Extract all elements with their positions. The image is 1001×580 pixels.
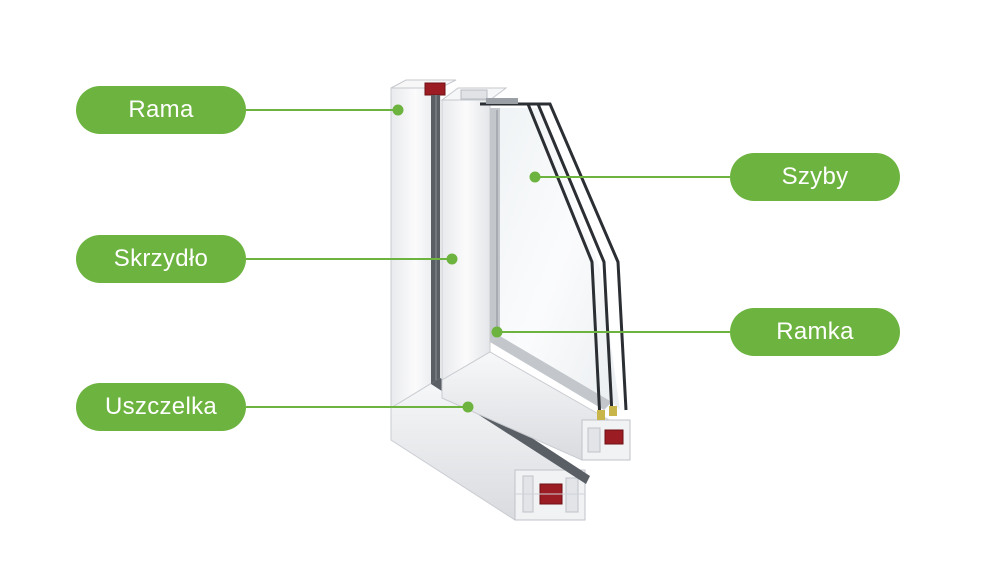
label-uszczelka: Uszczelka [76, 383, 246, 431]
label-rama: Rama [76, 86, 246, 134]
label-szyby: Szyby [730, 153, 900, 201]
label-skrzydlo: Skrzydło [76, 235, 246, 283]
sash-vertical-leg [441, 99, 491, 381]
frame-top-cut-face [390, 79, 457, 89]
glass-panes [480, 98, 628, 421]
frame-profile [390, 79, 586, 521]
dot-uszczelka [462, 401, 474, 413]
label-ramka: Ramka [730, 308, 900, 356]
glass-pane-3 [504, 102, 628, 411]
glass-fill [500, 108, 620, 410]
dot-skrzydlo [446, 253, 458, 265]
sash-profile [440, 87, 631, 461]
dot-rama [392, 104, 404, 116]
dot-szyby [529, 171, 541, 183]
leader-lines [246, 104, 730, 413]
dot-ramka [491, 326, 503, 338]
frame-steel-core-top [424, 82, 446, 96]
spacer-frame [490, 108, 612, 410]
